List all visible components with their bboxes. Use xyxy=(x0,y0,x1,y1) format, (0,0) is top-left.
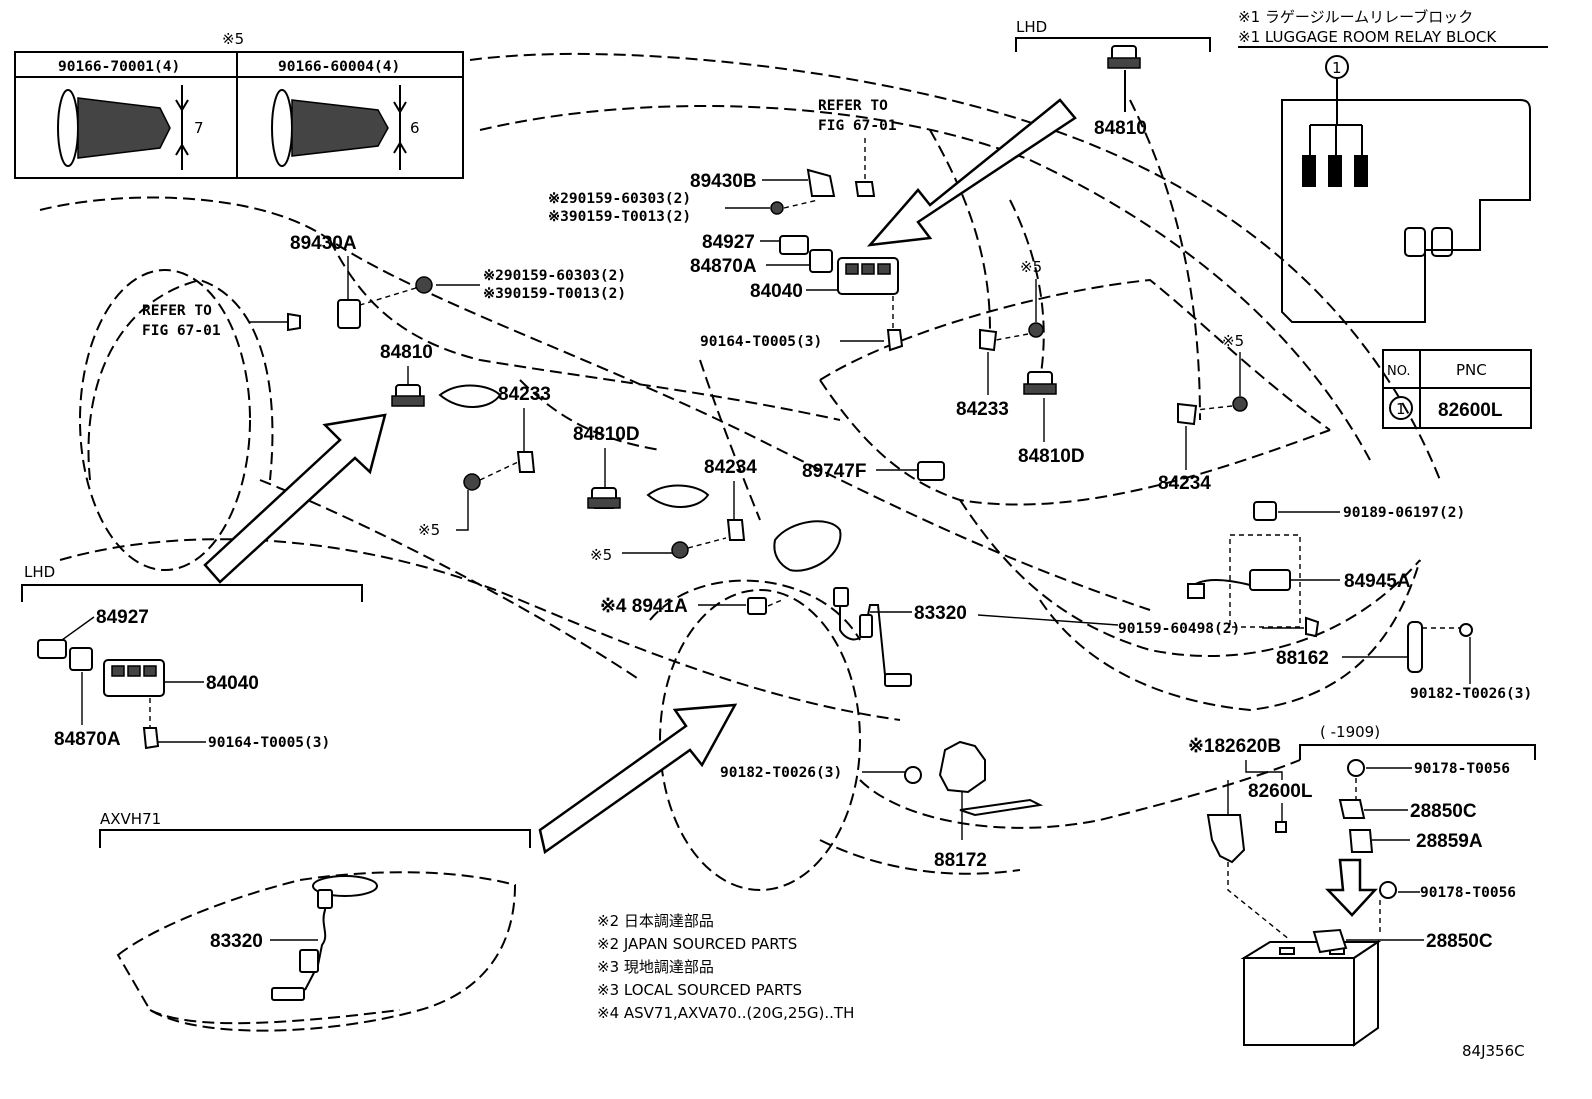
label-90159-T0013-b: ※390159-T0013(2) xyxy=(483,286,626,302)
pnc-table: NO. PNC 1 82600L xyxy=(1382,349,1532,429)
lhd-left-group: LHD 84927 84870A 84040 90164-T0005(3) xyxy=(21,563,363,751)
label-84810D-left: 84810D xyxy=(573,424,640,445)
date-range-header: ( -1909) xyxy=(1320,723,1380,741)
label-84040-top: 84040 xyxy=(750,281,803,302)
figure-code: 84J356C xyxy=(1462,1042,1525,1060)
label-83320-tank: 83320 xyxy=(210,931,263,952)
label-88172: 88172 xyxy=(934,850,987,871)
callout-arrows xyxy=(203,98,1378,917)
label-83320: 83320 xyxy=(914,603,967,624)
note5-c: ※5 xyxy=(1020,258,1042,276)
label-84870A-lhd: 84870A xyxy=(54,729,121,750)
label-90178-T0056-b: 90178-T0056 xyxy=(1420,885,1516,901)
left-parts: 89430A ※290159-60303(2) ※390159-T0013(2)… xyxy=(142,233,783,617)
label-28850C-b: 28850C xyxy=(1426,931,1493,952)
note-line-1: ※2 日本調達部品 xyxy=(597,912,714,930)
relay-marker: 1 xyxy=(1332,59,1342,77)
fastener-right-part: 90166-60004(4) xyxy=(278,59,400,75)
note-line-4: ※3 LOCAL SOURCED PARTS xyxy=(597,981,802,999)
label-refer-left-2: FIG 67-01 xyxy=(142,323,221,339)
label-90159-60303-a: ※290159-60303(2) xyxy=(548,191,691,207)
label-84233-left: 84233 xyxy=(498,384,551,405)
label-90164-T0005-lhd: 90164-T0005(3) xyxy=(208,735,330,751)
pnc-row-pnc: 82600L xyxy=(1438,400,1503,421)
label-84870A-top: 84870A xyxy=(690,256,757,277)
label-84234-right: 84234 xyxy=(1158,473,1211,494)
pnc-col-no: NO. xyxy=(1387,364,1411,379)
relay-title-en: ※1 LUGGAGE ROOM RELAY BLOCK xyxy=(1238,28,1497,46)
note-line-2: ※2 JAPAN SOURCED PARTS xyxy=(597,935,797,953)
label-refer-left-1: REFER TO xyxy=(142,303,212,319)
label-84927-top: 84927 xyxy=(702,232,755,253)
label-90159-60498: 90159-60498(2) xyxy=(1118,621,1240,637)
pnc-row-no: 1 xyxy=(1396,400,1406,418)
right-parts: ※5 84233 84810D ※5 84234 89747F 90189-06… xyxy=(802,258,1532,702)
label-90182-T0026-r: 90182-T0026(3) xyxy=(1410,686,1532,702)
label-refer-top-1: REFER TO xyxy=(818,98,888,114)
label-82620B: ※182620B xyxy=(1188,736,1281,757)
lhd-top-header: LHD xyxy=(1016,18,1047,36)
label-90159-60303-b: ※290159-60303(2) xyxy=(483,268,626,284)
label-90159-T0013-a: ※390159-T0013(2) xyxy=(548,209,691,225)
note5-b: ※5 xyxy=(590,546,612,564)
fastener-right-dim: 6 xyxy=(410,119,420,137)
vehicle-outline xyxy=(39,52,1441,891)
label-28850C-a: 28850C xyxy=(1410,801,1477,822)
fuel-sender-group: 83320 xyxy=(833,587,1119,687)
footnotes: ※2 日本調達部品 ※2 JAPAN SOURCED PARTS ※3 現地調達… xyxy=(597,912,854,1022)
lhd-top-group: LHD 84810 xyxy=(1015,18,1211,139)
note-line-3: ※3 現地調達部品 xyxy=(597,958,714,976)
fastener-left-part: 90166-70001(4) xyxy=(58,59,180,75)
upper-parts: REFER TO FIG 67-01 89430B ※290159-60303(… xyxy=(548,98,904,352)
sensor-88172-group: 90182-T0026(3) 88172 xyxy=(720,740,987,871)
battery-group: ※182620B 82600L ( -1909) 90178-T0056 288… xyxy=(1188,723,1536,1047)
label-28859A: 28859A xyxy=(1416,831,1483,852)
fastener-left-dim: 7 xyxy=(194,119,204,137)
label-84945A: 84945A xyxy=(1344,571,1411,592)
pnc-col-pnc: PNC xyxy=(1456,361,1487,379)
label-84927-lhd: 84927 xyxy=(96,607,149,628)
label-refer-top-2: FIG 67-01 xyxy=(818,118,897,134)
label-90182-T0026-m: 90182-T0026(3) xyxy=(720,765,842,781)
label-89747F: 89747F xyxy=(802,461,866,482)
axvh71-header: AXVH71 xyxy=(100,810,161,828)
label-89430A: 89430A xyxy=(290,233,357,254)
fastener-note: ※5 xyxy=(222,30,244,48)
lhd-left-header: LHD xyxy=(24,563,55,581)
label-82600L: 82600L xyxy=(1248,781,1313,802)
label-84810-left: 84810 xyxy=(380,342,433,363)
axvh71-group: AXVH71 83320 xyxy=(99,810,531,1032)
label-89430B: 89430B xyxy=(690,171,757,192)
label-88162: 88162 xyxy=(1276,648,1329,669)
label-90164-T0005-top: 90164-T0005(3) xyxy=(700,334,822,350)
fastener-inset: ※5 90166-70001(4) 90166-60004(4) 7 6 xyxy=(14,30,464,179)
label-8941A: ※4 8941A xyxy=(600,596,688,617)
label-84810D-right: 84810D xyxy=(1018,446,1085,467)
label-84040-lhd: 84040 xyxy=(206,673,259,694)
relay-block-inset: ※1 ラゲージルームリレーブロック ※1 LUGGAGE ROOM RELAY … xyxy=(1238,8,1548,323)
note5-a: ※5 xyxy=(418,521,440,539)
label-90189-06197: 90189-06197(2) xyxy=(1343,505,1465,521)
label-84234-mid: 84234 xyxy=(704,457,757,478)
label-84810-top: 84810 xyxy=(1094,118,1147,139)
note5-d: ※5 xyxy=(1222,332,1244,350)
label-84233-right: 84233 xyxy=(956,399,1009,420)
note-line-5: ※4 ASV71,AXVA70..(20G,25G)..TH xyxy=(597,1004,854,1022)
label-90178-T0056-a: 90178-T0056 xyxy=(1414,761,1510,777)
relay-title-jp: ※1 ラゲージルームリレーブロック xyxy=(1238,8,1473,26)
